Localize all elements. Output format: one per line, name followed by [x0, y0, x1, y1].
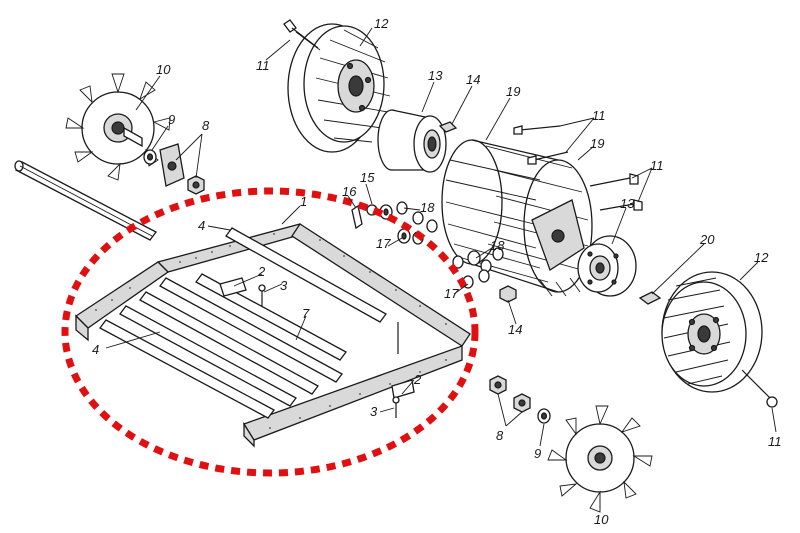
- clip-8-upper: [159, 143, 185, 187]
- flanged-pulley-right: [661, 271, 763, 393]
- callout-18-a: 18: [420, 200, 435, 215]
- callout-20: 20: [699, 232, 715, 247]
- callout-19-b: 19: [590, 136, 604, 151]
- flanged-pulley-upper: [287, 23, 391, 153]
- callout-9-a: 9: [168, 112, 175, 127]
- callout-9-b: 9: [534, 446, 541, 461]
- callout-2-b: 2: [413, 372, 422, 387]
- callout-11-a: 11: [256, 58, 270, 73]
- fan-impeller-left: [65, 73, 171, 181]
- callout-7: 7: [302, 306, 310, 321]
- callout-16: 16: [342, 184, 357, 199]
- callout-10-b: 10: [594, 512, 609, 527]
- callout-18-b: 18: [490, 238, 505, 253]
- callout-19-a: 19: [506, 84, 520, 99]
- callout-14-a: 14: [466, 72, 480, 87]
- bolt-11-upper: [283, 19, 321, 51]
- callout-14-b: 14: [508, 322, 522, 337]
- callout-4-a: 4: [198, 218, 205, 233]
- hub-13-upper: [377, 109, 447, 173]
- callout-12-b: 12: [754, 250, 769, 265]
- bolts-11-drum: [513, 125, 643, 211]
- bolt-11-right: [741, 369, 778, 408]
- key-20: [638, 291, 662, 305]
- washer-9-lower: [537, 408, 551, 424]
- callout-3-a: 3: [280, 278, 288, 293]
- highlight-ellipse: [61, 187, 479, 477]
- callout-8-b: 8: [496, 428, 504, 443]
- hub-13-right: [577, 235, 637, 297]
- callout-8-a: 8: [202, 118, 210, 133]
- callout-3-b: 3: [370, 404, 378, 419]
- fan-impeller-lower: [547, 405, 653, 513]
- key-14-upper: [438, 121, 458, 133]
- leader-lines: [105, 27, 777, 510]
- callout-15: 15: [360, 170, 375, 185]
- callout-10-a: 10: [156, 62, 171, 77]
- nuts-8-lower: [489, 375, 531, 413]
- callout-11-d: 11: [768, 434, 782, 449]
- callout-12-a: 12: [374, 16, 389, 31]
- callout-13-a: 13: [428, 68, 443, 83]
- callout-11-b: 11: [592, 108, 606, 123]
- nut-8-upper: [187, 175, 205, 195]
- callout-17-b: 17: [444, 286, 459, 301]
- callout-17-a: 17: [376, 236, 391, 251]
- drive-shaft: [14, 160, 157, 241]
- callout-1: 1: [300, 194, 307, 209]
- callout-labels: 11 12 10 9 8 13 14 19 11 19 11 15 16 18 …: [92, 16, 782, 527]
- frame-assembly: [74, 223, 471, 448]
- callout-13-b: 13: [620, 196, 635, 211]
- small-fasteners-center: [351, 201, 517, 303]
- washer-9-upper: [143, 149, 157, 165]
- callout-4-b: 4: [92, 342, 99, 357]
- callout-2-a: 2: [257, 264, 266, 279]
- beater-drum: [441, 139, 593, 297]
- callout-11-c: 11: [650, 158, 664, 173]
